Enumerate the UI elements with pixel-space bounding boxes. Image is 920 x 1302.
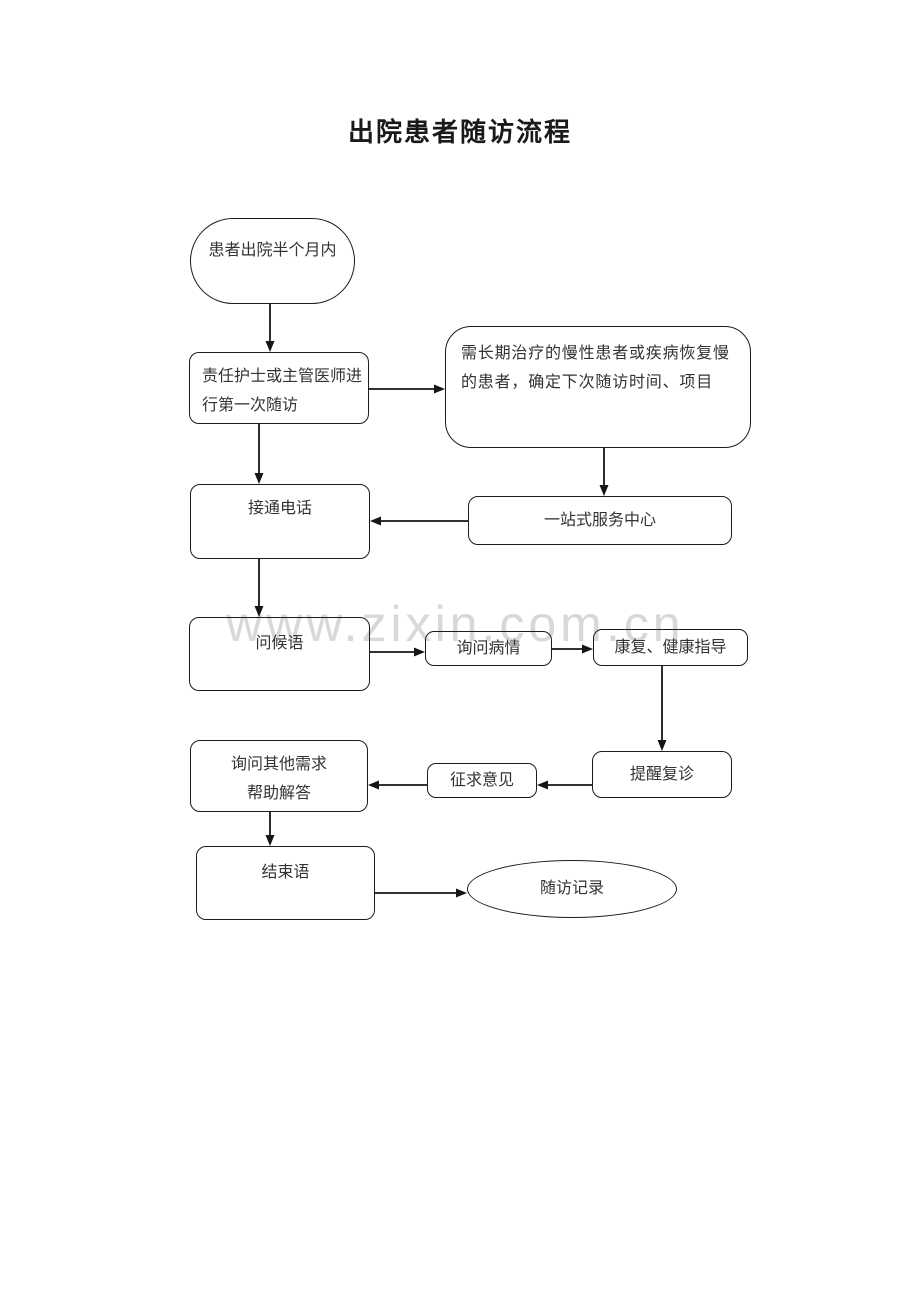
node-greeting-label: 问候语 (255, 635, 304, 652)
arrowhead-first-visit-to-chronic-plan (434, 384, 445, 394)
watermark-text: www.zixin.com.cn (226, 596, 685, 652)
arrowhead-remind-revisit-to-seek-opinion (537, 780, 548, 790)
arrowhead-greeting-to-ask-condition (414, 647, 425, 657)
node-record-label: 随访记录 (539, 880, 604, 898)
node-closing: 结束语 (196, 846, 375, 920)
arrowhead-closing-to-record (456, 888, 467, 898)
node-connect-call-label: 接通电话 (247, 500, 312, 517)
node-record: 随访记录 (467, 860, 677, 918)
node-greeting: 问候语 (189, 617, 370, 691)
node-ask-condition-label: 询问病情 (456, 639, 521, 657)
node-closing-label: 结束语 (261, 864, 310, 881)
arrowhead-connect-call-to-greeting (254, 606, 264, 617)
arrowhead-other-needs-to-closing (265, 835, 275, 846)
node-service-center-label: 一站式服务中心 (543, 511, 656, 529)
arrowhead-rehab-guidance-to-remind-revisit (657, 740, 667, 751)
node-other-needs-line1: 询问其他需求 (230, 756, 327, 773)
node-seek-opinion-label: 征求意见 (449, 771, 514, 789)
node-rehab-guidance-label: 康复、健康指导 (614, 638, 727, 656)
node-rehab-guidance: 康复、健康指导 (593, 629, 748, 666)
node-start: 患者出院半个月内 (190, 218, 355, 304)
arrowhead-service-center-to-connect-call (370, 516, 381, 526)
node-connect-call: 接通电话 (190, 484, 370, 559)
arrowhead-first-visit-to-connect-call (254, 473, 264, 484)
arrowhead-ask-condition-to-rehab-guidance (582, 644, 593, 654)
node-chronic-plan: 需长期治疗的慢性患者或疾病恢复慢 的患者，确定下次随访时间、项目 (445, 326, 751, 448)
node-seek-opinion: 征求意见 (427, 763, 537, 798)
node-first-visit: 责任护士或主管医师进 行第一次随访 (189, 352, 369, 424)
page-title: 出院患者随访流程 (347, 118, 572, 147)
node-remind-revisit: 提醒复诊 (592, 751, 732, 798)
node-ask-condition: 询问病情 (425, 631, 552, 666)
arrowhead-chronic-plan-to-service-center (599, 485, 609, 496)
arrowhead-seek-opinion-to-other-needs (368, 780, 379, 790)
node-other-needs: 询问其他需求 帮助解答 (190, 740, 368, 812)
node-chronic-plan-line1: 需长期治疗的慢性患者或疾病恢复慢 (461, 345, 730, 362)
node-remind-revisit-label: 提醒复诊 (629, 765, 694, 783)
node-first-visit-line2: 行第一次随访 (202, 397, 299, 414)
node-chronic-plan-line2: 的患者，确定下次随访时间、项目 (461, 374, 714, 391)
arrowhead-start-to-first-visit (265, 341, 275, 352)
node-start-label: 患者出院半个月内 (208, 242, 337, 259)
node-service-center: 一站式服务中心 (468, 496, 732, 545)
node-other-needs-line2: 帮助解答 (246, 785, 311, 802)
node-first-visit-line1: 责任护士或主管医师进 (202, 368, 363, 385)
